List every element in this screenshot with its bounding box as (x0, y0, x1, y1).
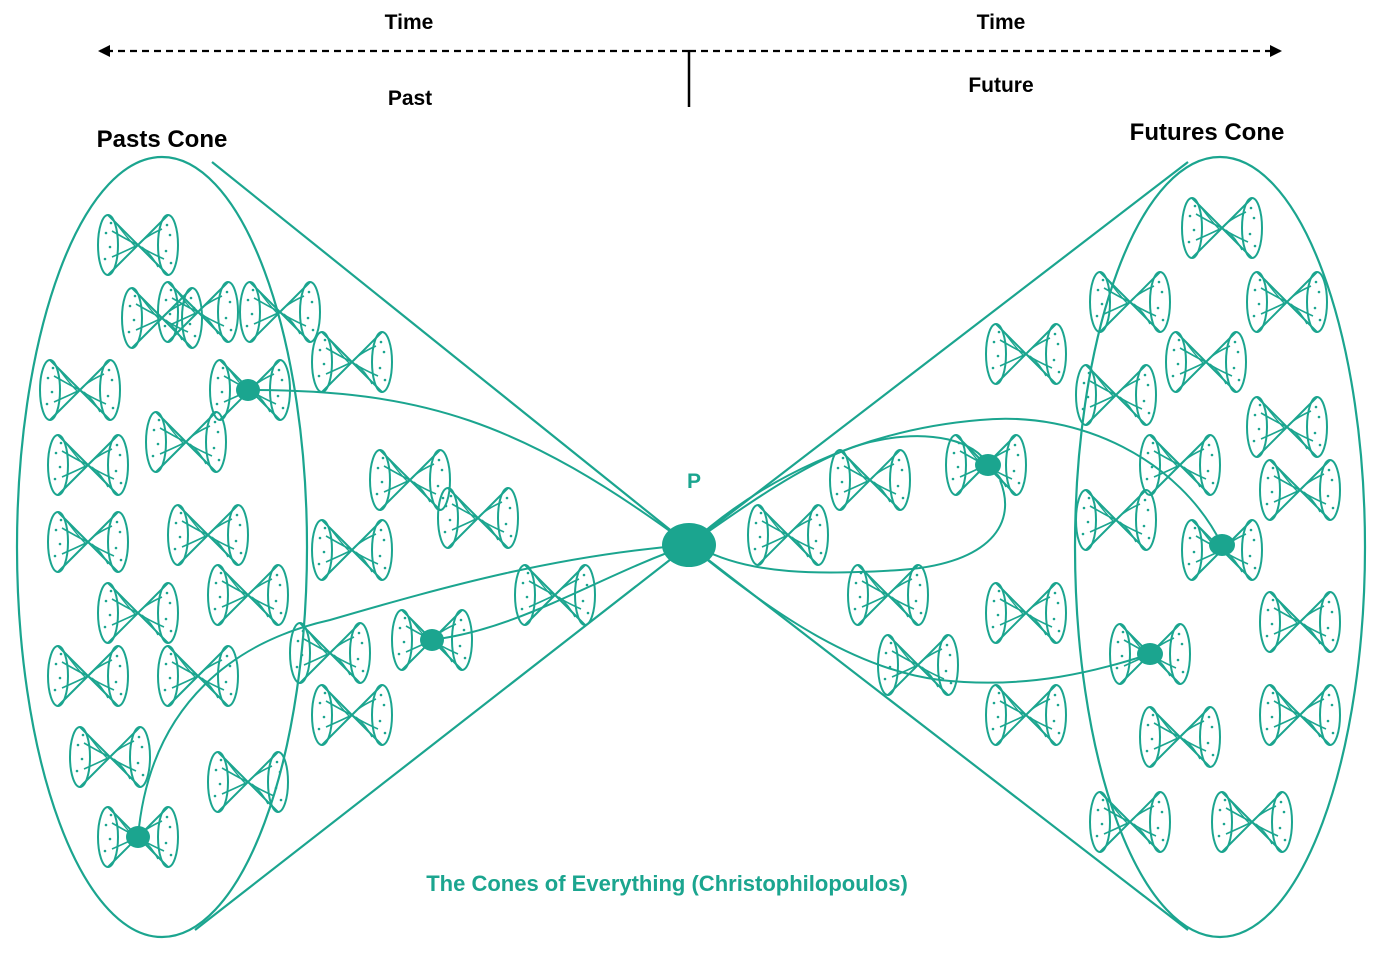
hourglass-icon (1075, 364, 1157, 426)
hourglass-icon (97, 214, 179, 276)
hourglass-icon (985, 684, 1067, 746)
hourglass-icon (369, 449, 451, 511)
hourglass-icon (1089, 791, 1171, 853)
hourglass-icon (1246, 396, 1328, 458)
hourglass-icon (829, 449, 911, 511)
diagram-caption: The Cones of Everything (Christophilopou… (426, 871, 908, 896)
present-point (662, 523, 716, 567)
hourglass-icon (157, 281, 239, 343)
hourglass-icon (167, 504, 249, 566)
hourglass-icon (1075, 489, 1157, 551)
time-label-right: Time (977, 11, 1026, 34)
hourglass-icon (207, 564, 289, 626)
pasts-cone (15, 155, 690, 939)
hourglass-icon (69, 726, 151, 788)
event-node (236, 379, 260, 401)
hourglass-icon (1139, 706, 1221, 768)
hourglass-icon (1259, 684, 1341, 746)
hourglass-icon (1246, 271, 1328, 333)
future-hourglasses (747, 197, 1341, 853)
past-hourglasses (39, 214, 596, 868)
hourglass-icon (1259, 459, 1341, 521)
event-node (1137, 643, 1163, 665)
hourglass-icon (514, 564, 596, 626)
hourglass-icon (847, 564, 929, 626)
event-node (1209, 534, 1235, 556)
point-label: P (687, 470, 701, 493)
future-label: Future (968, 74, 1033, 97)
hourglass-icon (47, 511, 129, 573)
hourglass-icon (239, 281, 321, 343)
time-label-left: Time (385, 11, 434, 34)
hourglass-icon (47, 434, 129, 496)
past-label: Past (388, 87, 432, 110)
hourglass-icon (39, 359, 121, 421)
futures-cone-label: Futures Cone (1130, 119, 1285, 146)
hourglass-icon (121, 287, 203, 349)
hourglass-icon (97, 582, 179, 644)
event-nodes (126, 379, 1235, 848)
hourglass-icon (1181, 197, 1263, 259)
hourglass-icon (1259, 591, 1341, 653)
hourglass-icon (1211, 791, 1293, 853)
pasts-cone-label: Pasts Cone (97, 126, 228, 153)
hourglass-icon (985, 323, 1067, 385)
hourglass-icon (207, 751, 289, 813)
hourglass-icon (311, 331, 393, 393)
worldlines (137, 389, 1223, 838)
hourglass-icon (985, 582, 1067, 644)
hourglass-icon (1165, 331, 1247, 393)
hourglass-icon (311, 684, 393, 746)
event-node (126, 826, 150, 848)
hourglass-icon (747, 504, 829, 566)
hourglass-icon (877, 634, 959, 696)
futures-cone (688, 155, 1367, 939)
hourglass-icon (437, 487, 519, 549)
hourglass-icon (311, 519, 393, 581)
event-node (420, 629, 444, 651)
hourglass-icon (157, 645, 239, 707)
hourglass-icon (145, 411, 227, 473)
event-node (975, 454, 1001, 476)
hourglass-icon (47, 645, 129, 707)
